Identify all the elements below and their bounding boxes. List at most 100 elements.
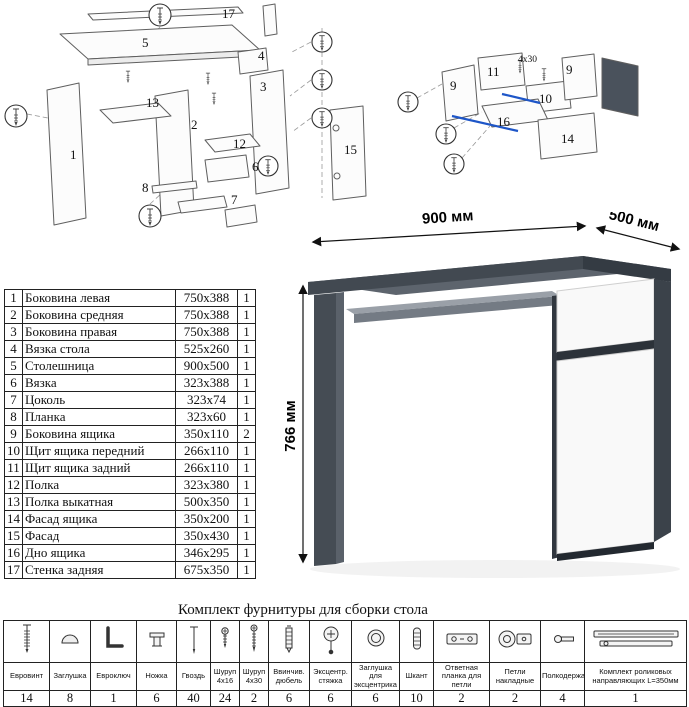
hw-qty-cell: 40 — [176, 690, 211, 707]
keyboard-tray-front — [354, 296, 560, 323]
hw-icon-cell — [351, 620, 400, 663]
part-number-cell: 3 — [4, 323, 23, 341]
parts-table-body: 1 Боковина левая 750x388 1 2 Боковина ср… — [4, 289, 256, 579]
dimension-lines — [298, 221, 681, 564]
pedestal-base — [557, 542, 654, 561]
part-size-cell: 266x110 — [175, 459, 238, 477]
part-qty-cell: 1 — [237, 561, 256, 579]
part-name-cell: Стенка задняя — [22, 561, 176, 579]
left-side-panel — [314, 293, 336, 566]
part-qty-cell: 1 — [237, 544, 256, 562]
part-qty-cell: 1 — [237, 510, 256, 528]
hw-qty-cell: 6 — [351, 690, 400, 707]
part-size-cell: 350x200 — [175, 510, 238, 528]
hw-icon-cell — [90, 620, 137, 663]
part-number-cell: 6 — [4, 374, 23, 392]
part-label: 17 — [222, 6, 236, 21]
hw-qty-cell: 1 — [584, 690, 687, 707]
hw-icon-cell — [433, 620, 490, 663]
drawer-panels-group — [441, 52, 639, 160]
left-side-panel-inner — [336, 292, 344, 564]
part-size-cell: 750x388 — [175, 323, 238, 341]
hw-name-cell: Комплект роликовых направляющих L=350мм — [584, 661, 687, 692]
floor-shadow — [310, 560, 680, 578]
part-number-cell: 8 — [4, 408, 23, 426]
hw-icon-cell — [268, 620, 310, 663]
hw-name-cell: Евровинт — [3, 661, 50, 692]
panel-planka — [151, 180, 198, 194]
panel-left-side — [46, 82, 87, 226]
hexkey-icon — [105, 626, 124, 648]
part-qty-cell: 1 — [237, 391, 256, 409]
part-qty-cell: 1 — [237, 374, 256, 392]
hinge-mark-top — [332, 124, 340, 132]
eccentric-cam-icon — [323, 626, 338, 655]
leg-icon — [149, 632, 164, 647]
part-name-cell: Вязка стола — [22, 340, 176, 358]
table-row: 16 Дно ящика 346x295 1 — [4, 544, 256, 562]
hw-name-cell: Заглушка — [49, 661, 91, 692]
table-row: 2 Боковина средняя 750x388 1 — [4, 306, 256, 324]
hinge-icon — [498, 630, 532, 648]
hw-icon-cell — [309, 620, 352, 663]
hw-qty-cell: 8 — [49, 690, 91, 707]
panel-upright-small — [262, 3, 278, 37]
screw-size-label: 4x30 — [518, 55, 537, 65]
hw-icon-cell — [136, 620, 177, 663]
hw-icon-cell — [584, 620, 687, 663]
hw-qty-cell: 2 — [489, 690, 541, 707]
part-number-cell: 10 — [4, 442, 23, 460]
part-name-cell: Вязка — [22, 374, 176, 392]
dowel-icon — [412, 627, 421, 650]
hw-icon-cell — [176, 620, 211, 663]
panel-drawer-facade — [537, 112, 598, 160]
roller-guide-highlight — [451, 92, 541, 133]
handle-groove — [557, 340, 654, 361]
part-qty-cell: 1 — [237, 357, 256, 375]
hw-icon-cell — [540, 620, 585, 663]
hw-qty-cell: 14 — [3, 690, 50, 707]
tabletop-right-edge — [583, 256, 671, 282]
part-name-cell: Полка — [22, 476, 176, 494]
part-qty-cell: 1 — [237, 442, 256, 460]
hinge-mark-bottom — [333, 172, 341, 180]
part-size-cell: 350x430 — [175, 527, 238, 545]
part-size-cell: 346x295 — [175, 544, 238, 562]
part-label: 15 — [344, 142, 357, 157]
part-label: 1 — [70, 147, 77, 162]
part-number-cell: 4 — [4, 340, 23, 358]
nail-icon — [189, 626, 198, 654]
hw-name-cell: Гвоздь — [176, 661, 211, 692]
part-label: 7 — [231, 192, 238, 207]
hw-qty-cell: 4 — [540, 690, 585, 707]
hw-name-cell: Заглушка для эксцентрика — [351, 661, 400, 692]
part-label: 13 — [146, 95, 159, 110]
screw-4x30-icon — [250, 624, 258, 652]
tabletop-front-edge — [308, 256, 583, 295]
hw-qty-cell: 6 — [309, 690, 352, 707]
hw-name-cell: Шуруп 4x30 — [239, 661, 269, 692]
hw-name-cell: Ответная планка для петли — [433, 661, 490, 692]
part-name-cell: Боковина правая — [22, 323, 176, 341]
table-row: 14 Фасад ящика 350x200 1 — [4, 510, 256, 528]
shelf-pin-icon — [553, 635, 574, 643]
part-label: 16 — [497, 114, 511, 129]
hw-qty-cell: 6 — [268, 690, 310, 707]
part-name-cell: Столешница — [22, 357, 176, 375]
part-number-cell: 13 — [4, 493, 23, 511]
hw-name-cell: Полкодержатель — [540, 661, 585, 692]
table-row: 5 Столешница 900x500 1 — [4, 357, 256, 375]
part-qty-cell: 1 — [237, 459, 256, 477]
panel-pullout-shelf — [99, 102, 172, 124]
part-name-cell: Цоколь — [22, 391, 176, 409]
part-qty-cell: 1 — [237, 476, 256, 494]
panel-drawer-side-right — [561, 53, 598, 101]
depth-dimension-label: 500 мм — [607, 212, 661, 235]
hw-name-cell: Ввинчив. дюбель — [268, 661, 310, 692]
part-label: 11 — [487, 64, 500, 79]
width-dimension-label: 900 мм — [421, 212, 473, 228]
part-size-cell: 350x110 — [175, 425, 238, 443]
part-number-cell: 14 — [4, 510, 23, 528]
part-name-cell: Полка выкатная — [22, 493, 176, 511]
dimension-labels: 900 мм 500 мм 766 мм — [282, 212, 661, 452]
